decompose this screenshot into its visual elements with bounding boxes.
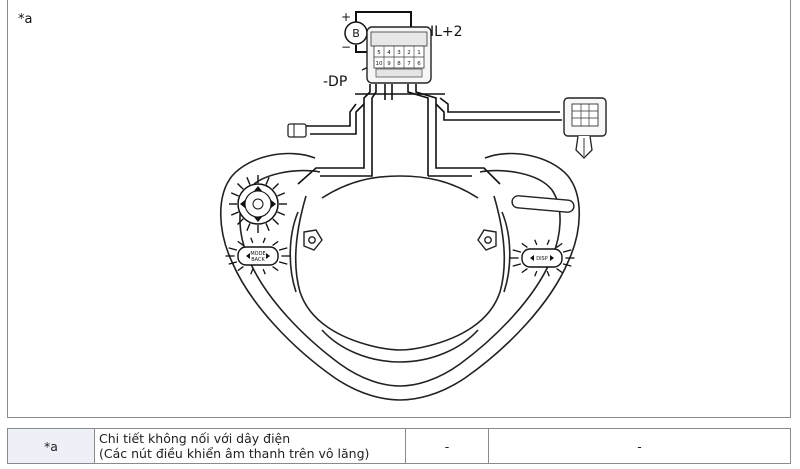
legend-col3: - (405, 428, 489, 464)
right-slot (511, 195, 575, 213)
mode-label: MODE (250, 251, 265, 257)
legend-col4: - (488, 428, 791, 464)
connector-pin-label: 1 (417, 50, 421, 56)
minus-sign: − (341, 40, 351, 54)
connector-pin-label: 6 (417, 61, 421, 67)
legend-key: *a (7, 428, 95, 464)
diagram-frame (7, 0, 791, 418)
disp-button: DISP (509, 239, 575, 277)
audio-direction-switch (229, 175, 287, 233)
steering-wheel-pad (219, 152, 581, 401)
connector-pin-label: 5 (377, 50, 381, 56)
connector-pin-label: 7 (407, 61, 411, 67)
legend-table: *a Chi tiết không nối với dây điện (Các … (7, 428, 791, 464)
connector-pin-label: 10 (376, 61, 383, 67)
disp-label: DISP (536, 256, 548, 262)
back-label: BACK (251, 257, 265, 263)
dp-label: -DP (323, 74, 347, 90)
mount-holes (303, 229, 497, 251)
left-plug (287, 123, 307, 138)
legend-description: Chi tiết không nối với dây điện (Các nút… (94, 428, 406, 464)
connector-pin-label: 8 (397, 61, 401, 67)
right-connector (563, 97, 607, 159)
mode-back-button: MODE BACK (225, 237, 291, 275)
legend-description-line2: (Các nút điều khiển âm thanh trên vô lăn… (99, 446, 370, 461)
il2-label: IL+2 (430, 24, 463, 40)
callout-label: *a (18, 12, 33, 27)
connector-pin-label: 3 (397, 50, 401, 56)
wire-harness (297, 84, 562, 185)
connector-pin-label: 2 (407, 50, 411, 56)
legend-row: *a Chi tiết không nối với dây điện (Các … (7, 428, 791, 464)
battery-label: B (352, 27, 360, 40)
connector-pin-label: 4 (387, 50, 391, 56)
plus-sign: + (341, 10, 351, 24)
connector-pin-label: 9 (387, 61, 391, 67)
legend-description-line1: Chi tiết không nối với dây điện (99, 431, 291, 446)
